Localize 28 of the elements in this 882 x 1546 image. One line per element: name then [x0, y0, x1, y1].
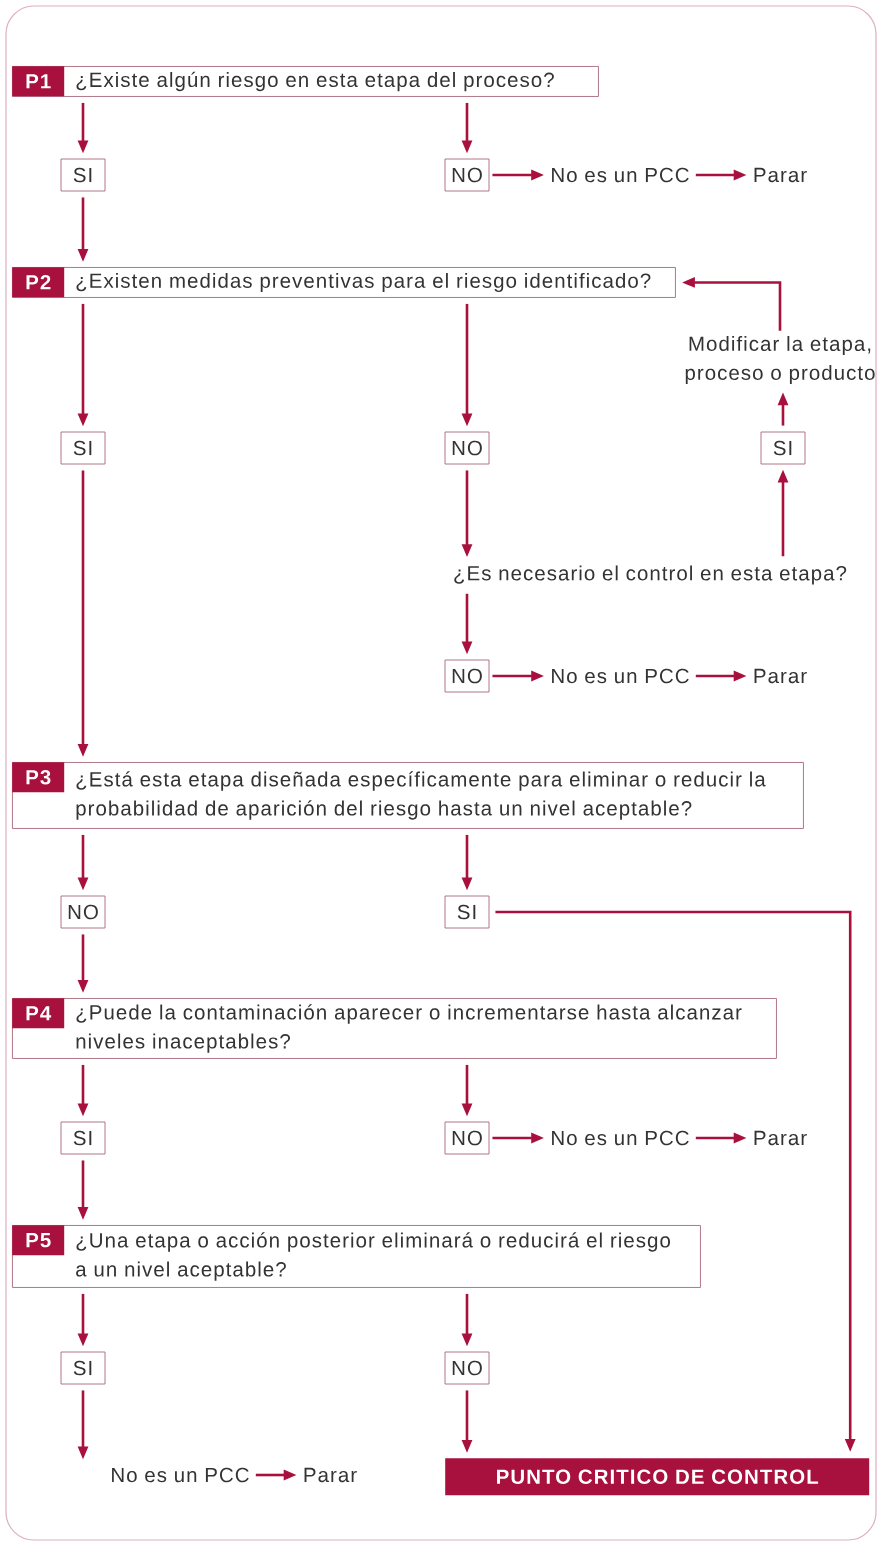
- answer-box: NO: [444, 431, 490, 465]
- answer-box: SI: [444, 895, 490, 929]
- question-box: P4 ¿Puede la contaminación aparecer o incrementarse hasta alcanzar niveles inaceptables?: [12, 998, 777, 1059]
- step-text: ¿Es necesario el control en esta etapa?: [454, 565, 847, 585]
- step-text: Parar: [754, 167, 807, 183]
- answer-box: NO: [444, 1121, 490, 1155]
- step-text: Parar: [754, 668, 807, 684]
- question-box: P2 ¿Existen medidas preventivas para el riesgo identificado?: [12, 267, 676, 298]
- answer-box: NO: [60, 895, 106, 929]
- question-box: P5 ¿Una etapa o acción posterior eliminará o reducirá el riesgo a un nivel aceptable?: [12, 1225, 701, 1288]
- answer-box: NO: [444, 158, 490, 192]
- step-text: Parar: [754, 1130, 807, 1146]
- answer-box: SI: [60, 158, 106, 192]
- answer-box: SI: [760, 431, 806, 465]
- step-text: No es un PCC: [112, 1467, 249, 1483]
- question-box: P3 ¿Está esta etapa diseñada específicamente para eliminar o reducir la probabilidad de aparición del riesgo hasta un nivel aceptable?: [12, 762, 804, 829]
- result-box: PUNTO CRITICO DE CONTROL: [445, 1458, 870, 1496]
- step-text: Modificar la etapa, proceso o producto: [685, 335, 875, 385]
- step-text: No es un PCC: [552, 167, 689, 183]
- answer-box: SI: [60, 431, 106, 465]
- answer-box: SI: [60, 1351, 106, 1385]
- question-box: P1 ¿Existe algún riesgo en esta etapa del proceso?: [12, 66, 599, 97]
- answer-box: SI: [60, 1121, 106, 1155]
- answer-box: NO: [444, 659, 490, 693]
- answer-box: NO: [444, 1351, 490, 1385]
- step-text: No es un PCC: [552, 1130, 689, 1146]
- step-text: No es un PCC: [552, 668, 689, 684]
- step-text: Parar: [304, 1467, 357, 1483]
